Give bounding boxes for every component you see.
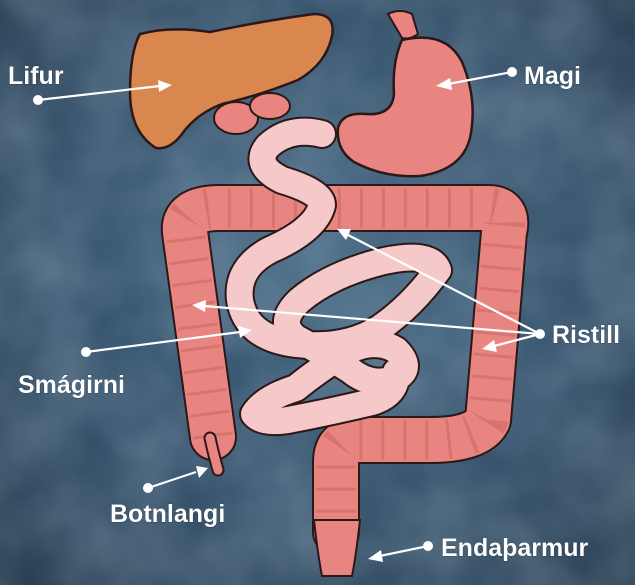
label-liver: Lifur xyxy=(8,62,64,90)
pancreas xyxy=(250,93,290,119)
label-rectum: Endaþarmur xyxy=(441,534,589,562)
rectum xyxy=(314,520,360,576)
label-small-intestine: Smágirni xyxy=(18,371,125,399)
label-appendix: Botnlangi xyxy=(110,500,225,528)
label-colon: Ristill xyxy=(552,321,620,349)
label-stomach: Magi xyxy=(524,62,581,90)
